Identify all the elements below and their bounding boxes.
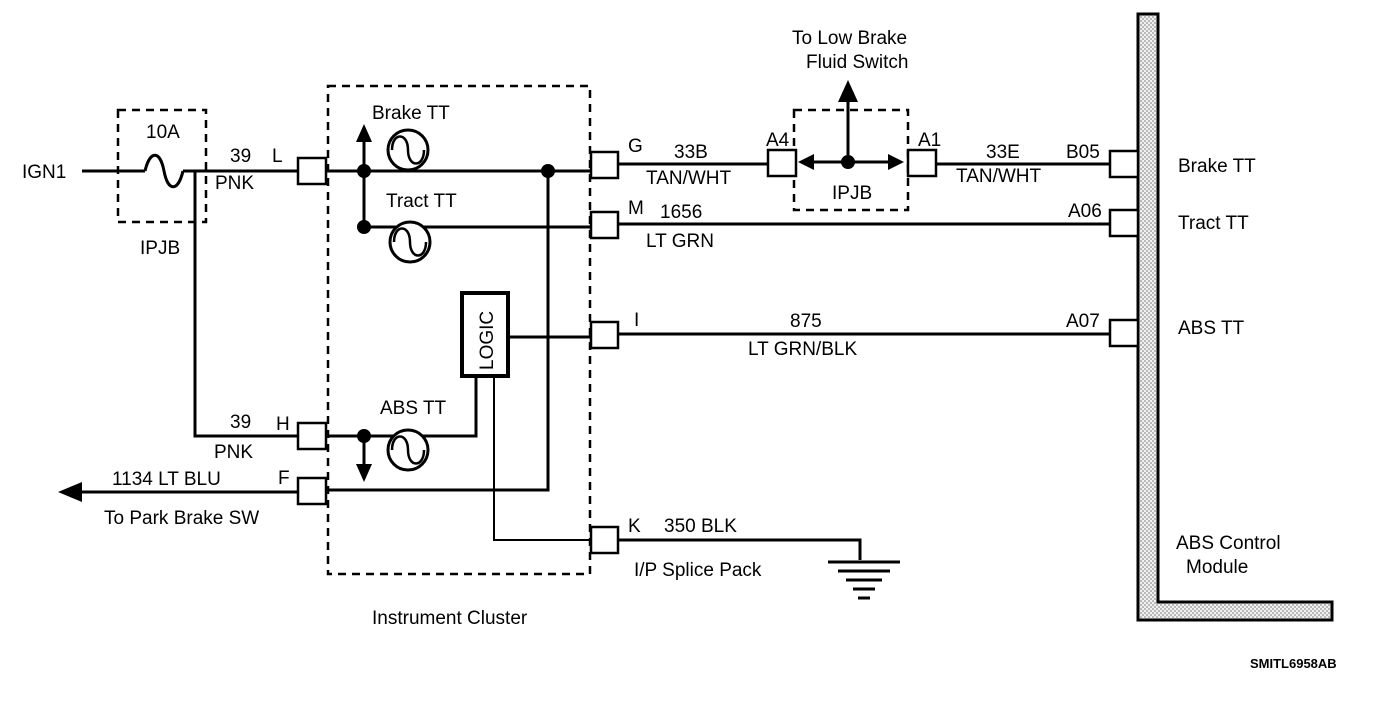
label-a06: A06 bbox=[1068, 201, 1102, 222]
wire-brake-to-park bbox=[329, 171, 550, 492]
label-ip-splice: I/P Splice Pack bbox=[634, 560, 762, 581]
terminal-a07 bbox=[1108, 318, 1140, 348]
label-wire-1134: 1134 LT BLU bbox=[112, 469, 221, 490]
label-ign1: IGN1 bbox=[22, 162, 66, 183]
label-ipjb-mid: IPJB bbox=[832, 183, 872, 204]
label-instrument-cluster: Instrument Cluster bbox=[372, 608, 528, 629]
label-pin-h: H bbox=[276, 414, 290, 435]
label-brake-tt-lamp: Brake TT bbox=[372, 103, 450, 124]
label-pnk-bottom: PNK bbox=[214, 442, 253, 463]
terminal-f bbox=[296, 476, 328, 506]
terminal-b05 bbox=[1108, 149, 1140, 179]
label-ipjb-left: IPJB bbox=[140, 238, 180, 259]
wire-abs-tt-internal bbox=[326, 378, 478, 438]
terminal-k bbox=[589, 525, 620, 555]
arrow-up-brake-tt bbox=[356, 124, 372, 142]
label-pin-k: K bbox=[628, 516, 641, 537]
wire-39-pnk-bottom bbox=[193, 171, 298, 438]
terminal-i bbox=[589, 320, 620, 350]
label-fuse-rating: 10A bbox=[146, 122, 180, 143]
arrow-down-abs-tt bbox=[356, 464, 372, 482]
node-brake-tt bbox=[357, 164, 371, 178]
label-pin-m: M bbox=[628, 198, 644, 219]
label-to-low-brake-1: To Low Brake bbox=[792, 28, 907, 49]
label-wire-350: 350 BLK bbox=[664, 516, 737, 537]
label-pin-i: I bbox=[634, 310, 639, 331]
label-abs-control-2: Module bbox=[1186, 557, 1248, 578]
label-tract-tt-module: Tract TT bbox=[1178, 213, 1249, 234]
label-logic: LOGIC bbox=[477, 311, 498, 370]
label-to-park-brake: To Park Brake SW bbox=[104, 508, 259, 529]
label-pin-f: F bbox=[278, 468, 290, 489]
connector-a4 bbox=[766, 148, 798, 178]
wire-logic-to-k bbox=[493, 378, 591, 541]
arrow-up-low-brake bbox=[838, 80, 858, 102]
terminal-m bbox=[589, 210, 620, 240]
node-park-brake bbox=[541, 164, 555, 178]
label-abs-control-1: ABS Control bbox=[1176, 533, 1281, 554]
label-conn-a1: A1 bbox=[918, 130, 941, 151]
tract-tt-lamp-icon bbox=[388, 220, 432, 264]
label-pnk-top: PNK bbox=[215, 173, 254, 194]
label-wire-33b: 33B bbox=[674, 142, 708, 163]
label-wire-1656: 1656 bbox=[660, 202, 702, 223]
wire-350-blk bbox=[618, 538, 862, 560]
label-conn-a4: A4 bbox=[766, 130, 790, 151]
node-tract-tt bbox=[357, 220, 371, 234]
node-abs-tt bbox=[357, 429, 371, 443]
connector-a1 bbox=[906, 148, 938, 178]
label-pin-l: L bbox=[272, 146, 283, 167]
label-abs-tt-lamp: ABS TT bbox=[380, 398, 447, 419]
arrow-to-a1 bbox=[888, 154, 904, 170]
terminal-g bbox=[589, 150, 620, 180]
label-lt-grn-blk: LT GRN/BLK bbox=[748, 339, 857, 360]
label-lt-grn: LT GRN bbox=[646, 231, 714, 252]
label-b05: B05 bbox=[1066, 142, 1100, 163]
terminal-h bbox=[296, 421, 328, 451]
abs-control-module-block bbox=[1136, 12, 1334, 622]
splice-node-ipjb bbox=[841, 155, 855, 169]
label-wire-33e: 33E bbox=[986, 142, 1020, 163]
abs-tt-lamp-icon bbox=[386, 428, 430, 472]
label-wire-39-bottom: 39 bbox=[230, 412, 251, 433]
arrow-to-a4 bbox=[798, 154, 814, 170]
label-tan-wht-2: TAN/WHT bbox=[956, 166, 1042, 187]
instrument-cluster-box bbox=[326, 84, 592, 576]
terminal-a06 bbox=[1108, 208, 1140, 238]
label-figure-code: SMITL6958AB bbox=[1250, 656, 1337, 671]
ground-symbol bbox=[828, 560, 900, 600]
label-a07: A07 bbox=[1066, 311, 1100, 332]
fuse-block-ipjb-box bbox=[116, 108, 208, 224]
label-pin-g: G bbox=[628, 136, 643, 157]
arrow-left-park-brake bbox=[58, 482, 82, 502]
logic-block bbox=[460, 291, 510, 378]
label-tan-wht-1: TAN/WHT bbox=[646, 168, 732, 189]
label-brake-tt-module: Brake TT bbox=[1178, 156, 1256, 177]
label-to-low-brake-2: Fluid Switch bbox=[806, 52, 908, 73]
fuse-10a bbox=[143, 153, 185, 189]
terminal-l bbox=[296, 156, 328, 186]
label-tract-tt-lamp: Tract TT bbox=[386, 191, 457, 212]
brake-tt-lamp-icon bbox=[386, 128, 430, 172]
label-wire-39-top: 39 bbox=[230, 146, 251, 167]
label-abs-tt-module: ABS TT bbox=[1178, 318, 1245, 339]
label-wire-875: 875 bbox=[790, 311, 822, 332]
